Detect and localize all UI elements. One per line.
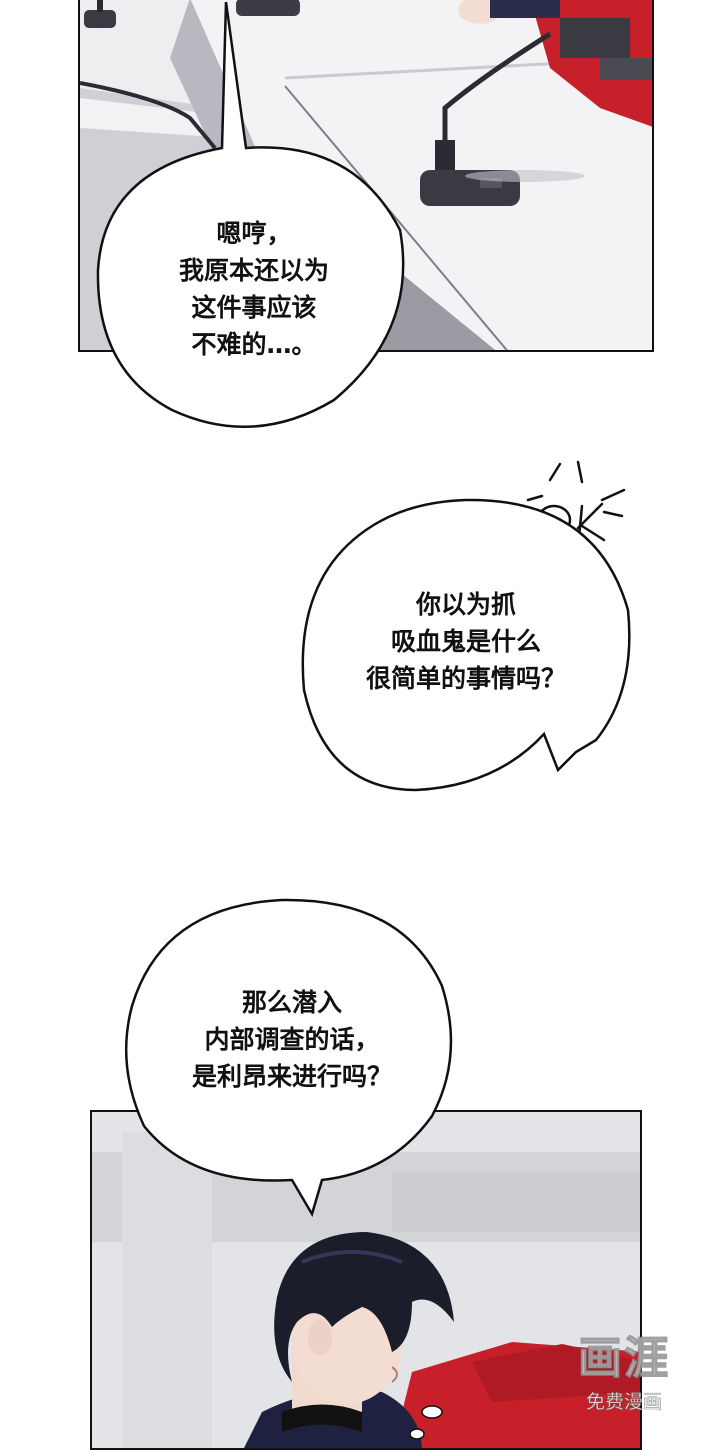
bubble-1-line-1: 嗯哼， xyxy=(216,219,292,248)
bubble-2-line-1: 你以为抓 xyxy=(415,590,516,619)
speech-bubble-1-text: 嗯哼， 我原本还以为 这件事应该 不难的…。 xyxy=(94,215,414,363)
speech-bubble-1: 嗯哼， 我原本还以为 这件事应该 不难的…。 xyxy=(94,0,414,440)
bubble-3-line-2: 内部调查的话， xyxy=(204,1025,380,1054)
bubble-2-line-3: 很简单的事情吗？ xyxy=(365,664,566,693)
speech-bubble-3-shape xyxy=(124,898,453,1218)
speech-bubble-2-shape xyxy=(301,498,631,792)
speech-bubble-3-text: 那么潜入 内部调查的话， 是利昂来进行吗？ xyxy=(122,984,462,1095)
speech-bubble-2-text: 你以为抓 吸血鬼是什么 很简单的事情吗？ xyxy=(296,586,636,697)
bubble-1-line-2: 我原本还以为 xyxy=(178,256,329,285)
watermark-subtitle: 免费漫画 xyxy=(585,1391,663,1414)
bubble-2-line-2: 吸血鬼是什么 xyxy=(390,627,541,656)
speech-bubble-3: 那么潜入 内部调查的话， 是利昂来进行吗？ xyxy=(122,896,462,1218)
speech-bubble-2: 你以为抓 吸血鬼是什么 很简单的事情吗？ xyxy=(296,490,636,800)
bubble-3-line-3: 是利昂来进行吗？ xyxy=(191,1062,392,1091)
watermark: 画涯 免费漫画 xyxy=(564,1333,684,1414)
bubble-3-line-1: 那么潜入 xyxy=(241,988,342,1017)
bubble-1-line-3: 这件事应该 xyxy=(191,293,317,322)
speech-bubble-1-shape xyxy=(96,1,405,429)
bubble-1-line-4: 不难的…。 xyxy=(191,330,317,359)
watermark-logo: 画涯 xyxy=(577,1333,670,1384)
